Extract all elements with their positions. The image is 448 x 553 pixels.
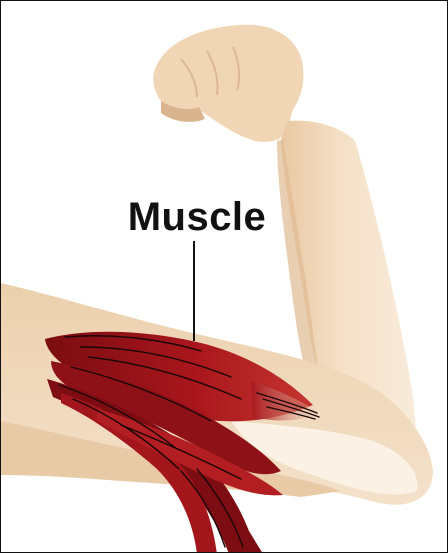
fist [153,25,303,142]
muscle-label: Muscle [119,195,275,239]
